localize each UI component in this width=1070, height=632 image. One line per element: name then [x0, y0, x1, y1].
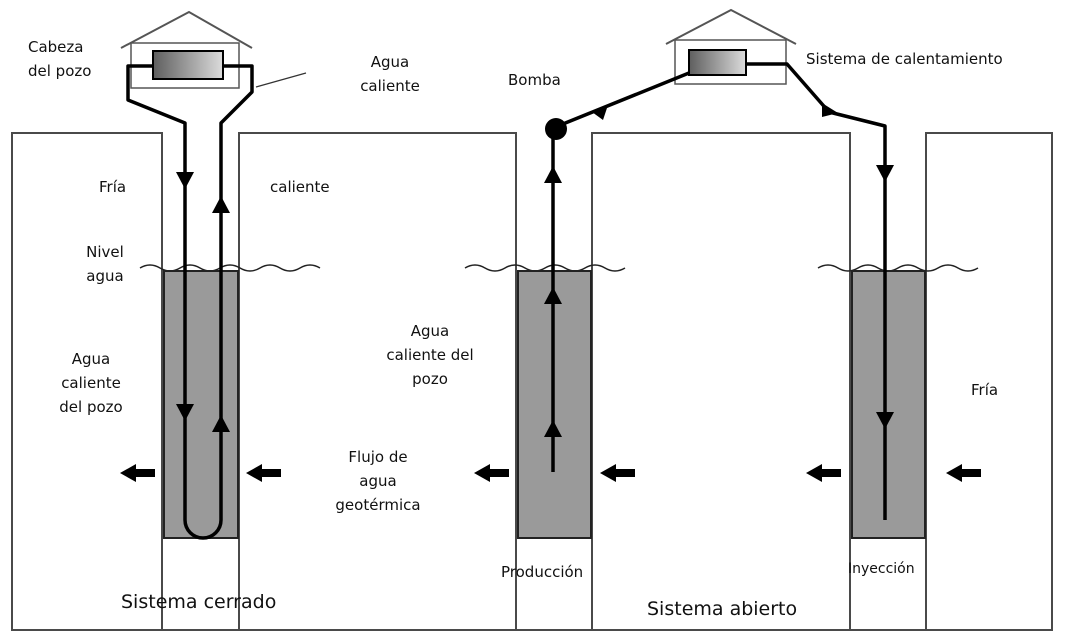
arrow-up-icon — [212, 196, 230, 213]
hot-well-water-open-label: Agua caliente del pozo — [370, 319, 490, 391]
pump-label: Bomba — [508, 71, 561, 89]
arrow-right-icon — [592, 105, 608, 120]
water-level-label-line1: Nivel — [86, 243, 124, 261]
cold-closed-label: Fría — [99, 178, 127, 196]
arrow-up-icon — [544, 420, 562, 437]
arrow-left-icon — [946, 464, 981, 482]
geothermal-flow-line2: agua — [359, 472, 397, 490]
water-level-label: Nivel agua — [70, 240, 140, 288]
house-icon — [120, 10, 253, 49]
well-injection — [851, 270, 926, 539]
arrow-right-icon — [822, 103, 838, 117]
production-label: Producción — [501, 563, 584, 581]
water-level-wave-injection — [817, 264, 979, 272]
hot-water-pointer — [255, 72, 307, 88]
hot-well-water-closed-line3: del pozo — [59, 398, 123, 416]
heat-exchanger-icon — [688, 49, 747, 76]
heating-system-label: Sistema de calentamiento — [806, 50, 1003, 68]
arrow-down-icon — [876, 412, 894, 429]
wellhead-label-line2: del pozo — [28, 62, 92, 80]
well-closed — [163, 270, 239, 539]
cold-open-label: Fría — [971, 381, 999, 399]
house-icon — [665, 8, 797, 45]
hot-water-label-line2: caliente — [360, 77, 420, 95]
water-level-wave-closed — [139, 264, 321, 272]
arrow-left-icon — [600, 464, 635, 482]
water-level-wave-production — [464, 264, 626, 272]
arrow-left-icon — [474, 464, 509, 482]
open-system-title: Sistema abierto — [647, 598, 798, 620]
arrow-up-icon — [212, 415, 230, 432]
hot-well-water-open-line1: Agua — [410, 322, 450, 340]
hot-water-label-line1: Agua — [370, 53, 410, 71]
arrow-down-icon — [876, 165, 894, 182]
wellhead-label: Cabeza del pozo — [28, 35, 91, 83]
hot-closed-label: caliente — [270, 178, 330, 196]
arrow-left-icon — [120, 464, 155, 482]
arrow-up-icon — [544, 287, 562, 304]
geothermal-flow-line1: Flujo de — [348, 448, 408, 466]
arrow-left-icon — [246, 464, 281, 482]
hot-well-water-closed-line1: Agua — [71, 350, 111, 368]
ground-block-open — [591, 132, 851, 630]
hot-water-label: Agua caliente — [345, 50, 435, 98]
arrow-down-icon — [176, 172, 194, 189]
arrow-left-icon — [806, 464, 841, 482]
geothermal-flow-line3: geotérmica — [335, 496, 421, 514]
injection-label: Inyección — [848, 561, 915, 577]
hot-well-water-open-line2: caliente del — [386, 346, 474, 364]
groundwater-flow-arrows — [120, 464, 981, 482]
arrow-up-icon — [544, 166, 562, 183]
pump-icon — [545, 118, 567, 140]
hot-well-water-open-line3: pozo — [412, 370, 448, 388]
arrow-down-icon — [176, 404, 194, 421]
geothermal-flow-label: Flujo de agua geotérmica — [318, 445, 438, 517]
hot-well-water-closed-label: Agua caliente del pozo — [36, 347, 146, 419]
wellhead-label-line1: Cabeza — [28, 38, 84, 56]
heat-exchanger-icon — [152, 50, 224, 80]
hot-well-water-closed-line2: caliente — [61, 374, 121, 392]
closed-system-title: Sistema cerrado — [121, 591, 277, 613]
closed-loop-pipe — [126, 64, 254, 540]
water-level-label-line2: agua — [86, 267, 124, 285]
